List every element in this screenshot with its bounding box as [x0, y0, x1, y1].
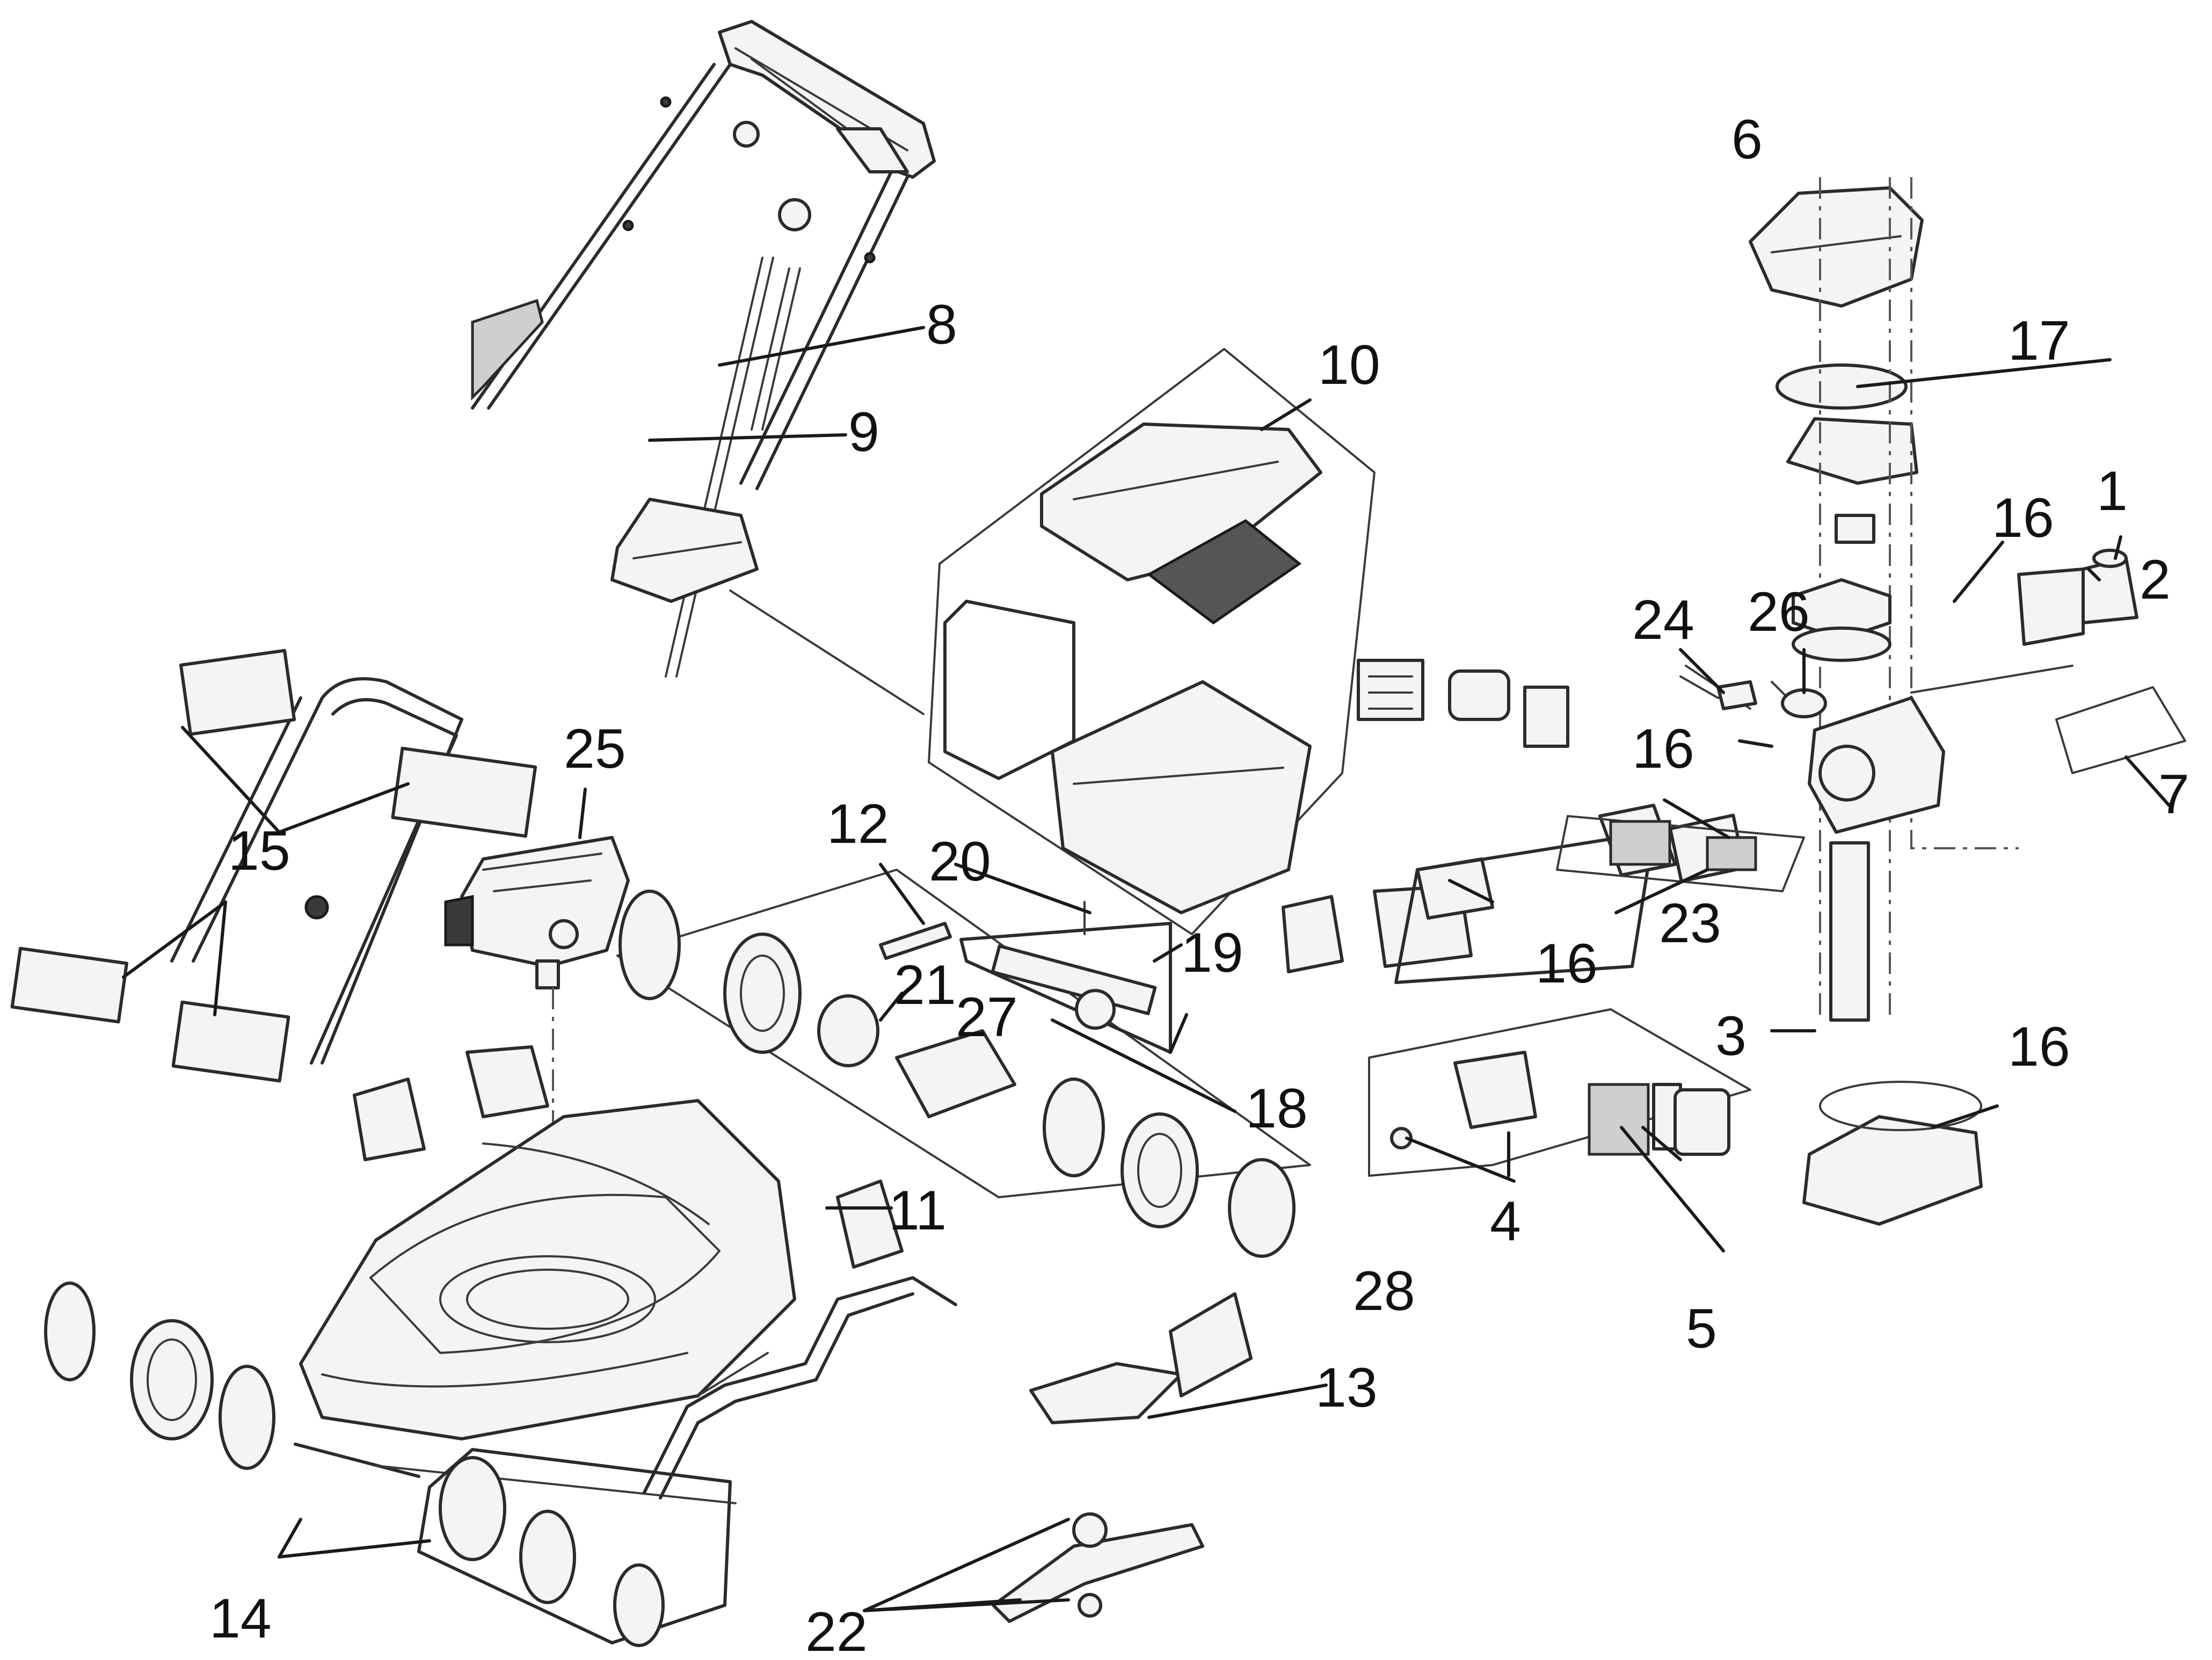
- rear-wheel-set: [44, 1282, 737, 1647]
- callout-22: 22: [805, 1601, 868, 1660]
- control-cables: [665, 257, 801, 678]
- grass-catcher: [928, 348, 1376, 935]
- upper-handle: [471, 20, 936, 490]
- callout-16a: 16: [1992, 487, 2054, 549]
- callout-16b: 16: [1632, 718, 1694, 780]
- callout-21: 21: [894, 954, 956, 1016]
- lower-handle: [10, 649, 537, 1083]
- callout-4: 4: [1490, 1190, 1521, 1253]
- callout-3: 3: [1715, 1005, 1747, 1067]
- ignition-parts: [1679, 675, 1827, 718]
- callout-1: 1: [2097, 460, 2128, 522]
- callout-27: 27: [956, 986, 1018, 1049]
- callout-8: 8: [926, 294, 957, 356]
- height-adjuster: [643, 1276, 957, 1499]
- callout-6: 6: [1731, 108, 1763, 171]
- callout-28: 28: [1353, 1260, 1415, 1322]
- engine-exploded: [1668, 177, 2186, 1226]
- callout-26: 26: [1748, 581, 1810, 643]
- callout-labels: 1 2 3 4 5 6 7 8 9 10 11 11 12 13 14 15 1…: [209, 108, 2189, 1660]
- callout-11a: 11: [889, 1180, 947, 1242]
- air-filter-parts: [1282, 659, 1805, 984]
- blade-assembly: [992, 1292, 1253, 1623]
- callout-12: 12: [827, 793, 889, 855]
- callout-5: 5: [1686, 1298, 1717, 1360]
- callout-10: 10: [1318, 334, 1380, 396]
- carburetor-box: [1368, 1008, 1751, 1177]
- callout-23: 23: [1659, 892, 1721, 955]
- engine: [444, 836, 630, 1192]
- callout-19: 19: [1181, 922, 1243, 984]
- callout-17: 17: [2008, 310, 2070, 372]
- callout-24: 24: [1632, 589, 1694, 651]
- callout-16c: 16: [1536, 933, 1598, 995]
- grass-indicator: [610, 498, 925, 715]
- callout-2: 2: [2140, 549, 2171, 611]
- callout-9: 9: [848, 401, 879, 463]
- mower-deck: [299, 1045, 904, 1440]
- callout-20: 20: [929, 831, 991, 893]
- callout-13: 13: [1315, 1357, 1378, 1419]
- callout-25: 25: [564, 718, 626, 780]
- leader-lines: [122, 326, 2171, 1612]
- callout-7: 7: [2158, 763, 2189, 826]
- drive-components: [879, 901, 1172, 1054]
- callout-16d: 16: [2008, 1016, 2070, 1078]
- callout-15a: 15: [228, 820, 290, 882]
- front-wheel-set: [616, 869, 1311, 1258]
- callout-14: 14: [209, 1588, 272, 1650]
- callout-18: 18: [1246, 1077, 1308, 1140]
